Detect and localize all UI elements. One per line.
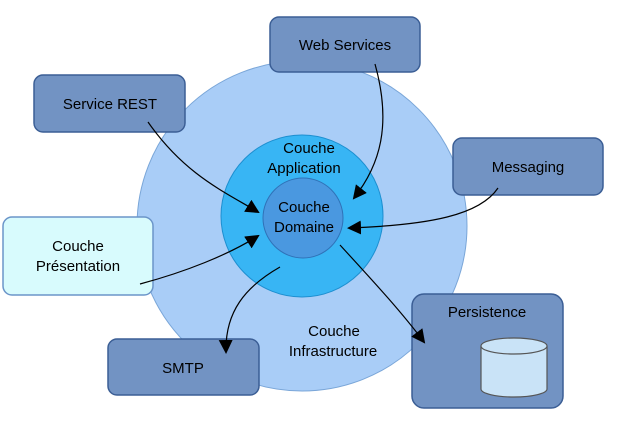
arrow-domaine-to-smtp [218, 266, 281, 354]
service-rest-box: Service REST [33, 74, 186, 133]
web-services-label: Web Services [299, 37, 391, 54]
domaine-label-line1: Couche [278, 199, 330, 216]
database-cylinder-icon [480, 337, 548, 398]
arrow-web-services-to-domaine [352, 63, 384, 200]
smtp-label: SMTP [162, 360, 204, 377]
infrastructure-label-line1: Couche [308, 323, 360, 340]
persistence-box: Persistence [411, 293, 564, 409]
arrow-presentation-to-application [139, 234, 260, 285]
domaine-core [262, 177, 344, 259]
smtp-box: SMTP [107, 338, 260, 396]
service-rest-label: Service REST [63, 96, 157, 113]
arrow-domaine-to-persistence [339, 244, 426, 344]
arrow-service-rest-to-domaine [147, 121, 260, 214]
arrow-messaging-to-domaine [347, 187, 499, 235]
messaging-label: Messaging [492, 159, 565, 176]
messaging-box: Messaging [452, 137, 604, 196]
presentation-label-line1: Couche [52, 238, 104, 255]
persistence-label: Persistence [448, 304, 526, 321]
domaine-label-line2: Domaine [274, 219, 334, 236]
application-label-line1: Couche [283, 140, 335, 157]
infrastructure-label-line2: Infrastructure [289, 343, 377, 360]
presentation-box: Couche Présentation [2, 216, 154, 296]
presentation-label-line2: Présentation [36, 258, 120, 275]
application-label-line2: Application [267, 160, 340, 177]
web-services-box: Web Services [269, 16, 421, 73]
